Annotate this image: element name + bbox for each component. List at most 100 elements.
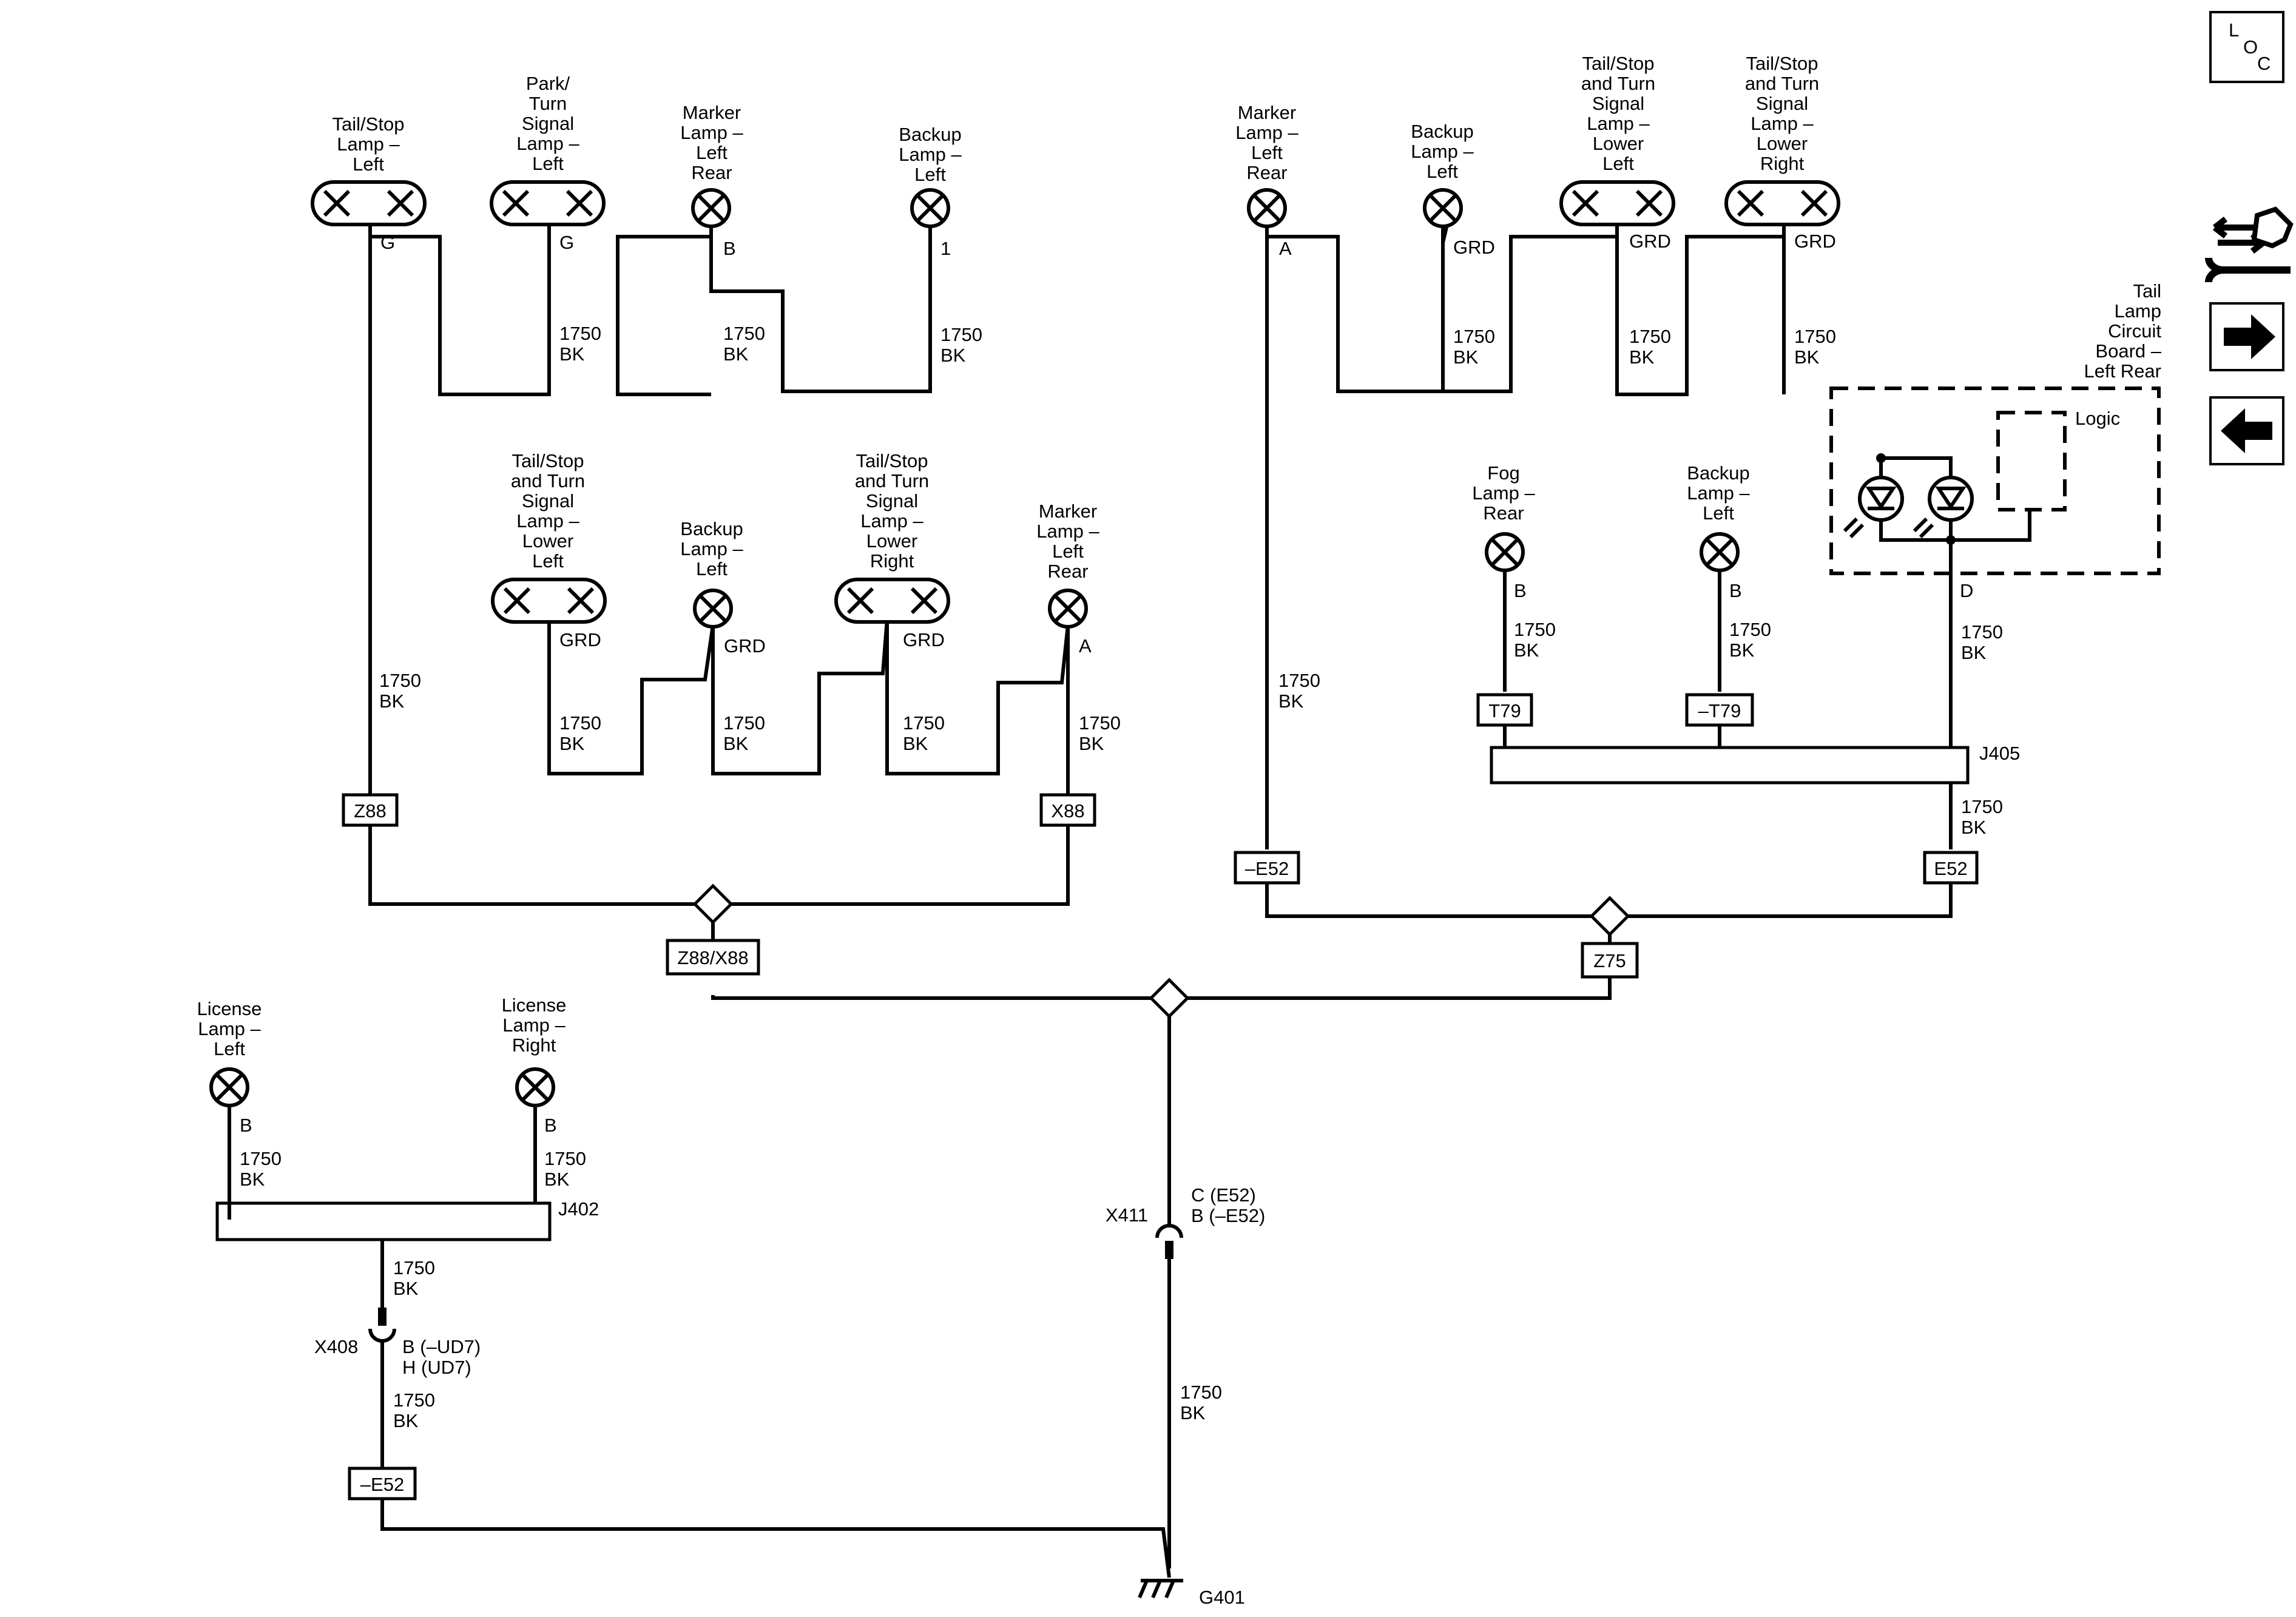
opt-e52: E52 xyxy=(1934,858,1967,879)
lamp-marker-left-rear-2 xyxy=(1048,589,1088,629)
wire-backup-lower-right xyxy=(711,618,889,775)
pin-bl1: 1 xyxy=(940,238,951,259)
lamp-backup-left-1 xyxy=(910,188,950,228)
pin-lic-r: B xyxy=(544,1115,557,1136)
opt-z75: Z75 xyxy=(1593,950,1626,971)
pin-mlr3: A xyxy=(1279,238,1292,259)
lamp-tail-stop-lower-right-1 xyxy=(834,578,950,624)
connector-bars xyxy=(215,746,1970,1241)
opt-neg-e52-a: –E52 xyxy=(1245,858,1289,879)
pin-bl2: GRD xyxy=(724,635,766,657)
lamp-fog-rear xyxy=(1485,532,1525,572)
pin-bl3: GRD xyxy=(1453,237,1495,258)
pin-labels: G G B 1 GRD GRD GRD A A GRD GRD GRD B B … xyxy=(240,231,1973,1136)
lamp-backup-left-2 xyxy=(693,589,733,629)
inline-connectors xyxy=(368,1224,1183,1343)
loc-letter-l: L xyxy=(2229,19,2239,41)
conn-g401: G401 xyxy=(1199,1587,1245,1608)
loc-letter-o: O xyxy=(2243,36,2258,58)
pin-tsl: G xyxy=(380,232,395,253)
option-boxes xyxy=(342,693,1979,1501)
pin-board: D xyxy=(1960,580,1973,601)
wiring-tool-icon[interactable] xyxy=(2205,206,2294,283)
option-labels: Z88 X88 Z88/X88 –E52 E52 T79 –T79 Z75 –E… xyxy=(354,700,1967,1495)
wire-park-turn xyxy=(370,224,551,396)
back-arrow-button[interactable] xyxy=(2209,396,2284,465)
opt-t79: T79 xyxy=(1488,700,1521,721)
ground-g401 xyxy=(1138,1579,1183,1599)
lamp-backup-left-4 xyxy=(1700,532,1740,572)
tail-lamp-circuit-board xyxy=(1829,387,2161,575)
pin-fog: B xyxy=(1514,580,1527,601)
conn-j402: J402 xyxy=(558,1198,599,1220)
pin-ptl: G xyxy=(559,232,574,253)
conn-x408-pins: B (–UD7)H (UD7) xyxy=(402,1336,481,1378)
pin-tslr2: GRD xyxy=(1794,231,1836,252)
conn-j405: J405 xyxy=(1979,743,2020,764)
opt-neg-e52-b: –E52 xyxy=(360,1474,404,1495)
forward-arrow-button[interactable] xyxy=(2209,302,2284,371)
connector-labels: J405 J402 X411 C (E52)B (–E52) X408 B (–… xyxy=(314,743,2020,1608)
wire-lower-right-marker xyxy=(885,619,1070,775)
lamp-marker-left-rear-1 xyxy=(691,188,731,228)
conn-x408: X408 xyxy=(314,1336,358,1357)
arrow-right-icon xyxy=(2224,314,2275,359)
pin-tsll1: GRD xyxy=(559,629,601,650)
wires xyxy=(228,224,1953,1578)
lamp-license-right xyxy=(515,1067,555,1107)
lamp-license-left xyxy=(209,1067,249,1107)
lamp-tail-stop-lower-left-1 xyxy=(491,578,607,624)
loc-button[interactable]: L O C xyxy=(2209,11,2284,83)
opt-x88: X88 xyxy=(1051,800,1084,822)
pin-mlr2: A xyxy=(1079,635,1092,657)
conn-x411: X411 xyxy=(1106,1204,1148,1226)
pin-tslr1: GRD xyxy=(903,629,945,650)
lamp-marker-left-rear-3 xyxy=(1247,188,1287,228)
splice-diamonds xyxy=(692,883,1630,1019)
label-logic: Logic xyxy=(2075,408,2120,429)
pin-tsll2: GRD xyxy=(1629,231,1671,252)
pin-bl4: B xyxy=(1729,580,1742,601)
opt-z88x88: Z88/X88 xyxy=(677,947,748,968)
lamp-tail-stop-left xyxy=(311,180,427,226)
pin-lic-l: B xyxy=(240,1115,252,1136)
lamp-park-turn-left xyxy=(490,180,606,226)
